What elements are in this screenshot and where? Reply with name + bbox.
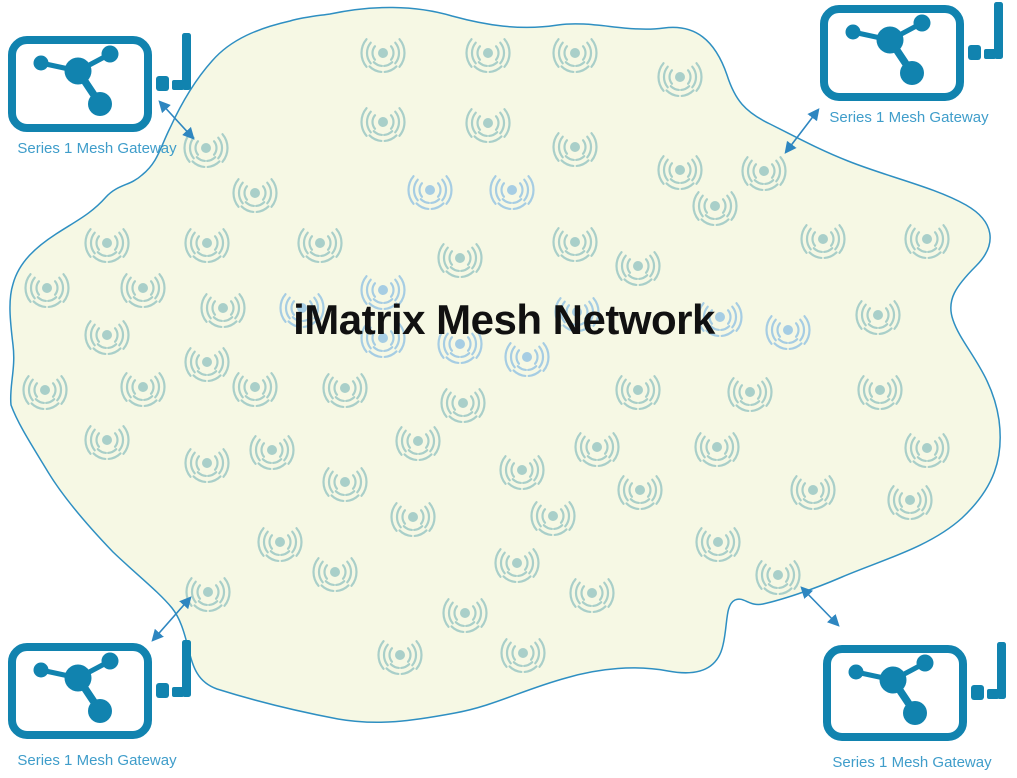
gateway-label: Series 1 Mesh Gateway xyxy=(17,140,177,157)
gateway-label: Series 1 Mesh Gateway xyxy=(17,752,177,769)
gateway-label: Series 1 Mesh Gateway xyxy=(829,109,989,126)
mesh-link-arrow xyxy=(784,108,820,154)
mesh-link-arrow xyxy=(151,596,192,642)
gateway-device-bottom-left xyxy=(12,640,191,735)
mesh-link-arrow xyxy=(158,100,195,140)
mesh-link-arrow xyxy=(800,586,840,627)
gateway-label: Series 1 Mesh Gateway xyxy=(832,754,992,771)
gateway-device-bottom-right xyxy=(827,642,1006,737)
gateway-device-top-right xyxy=(824,2,1003,97)
gateway-device-top-left xyxy=(12,33,191,128)
link-arrows-layer xyxy=(151,100,840,642)
